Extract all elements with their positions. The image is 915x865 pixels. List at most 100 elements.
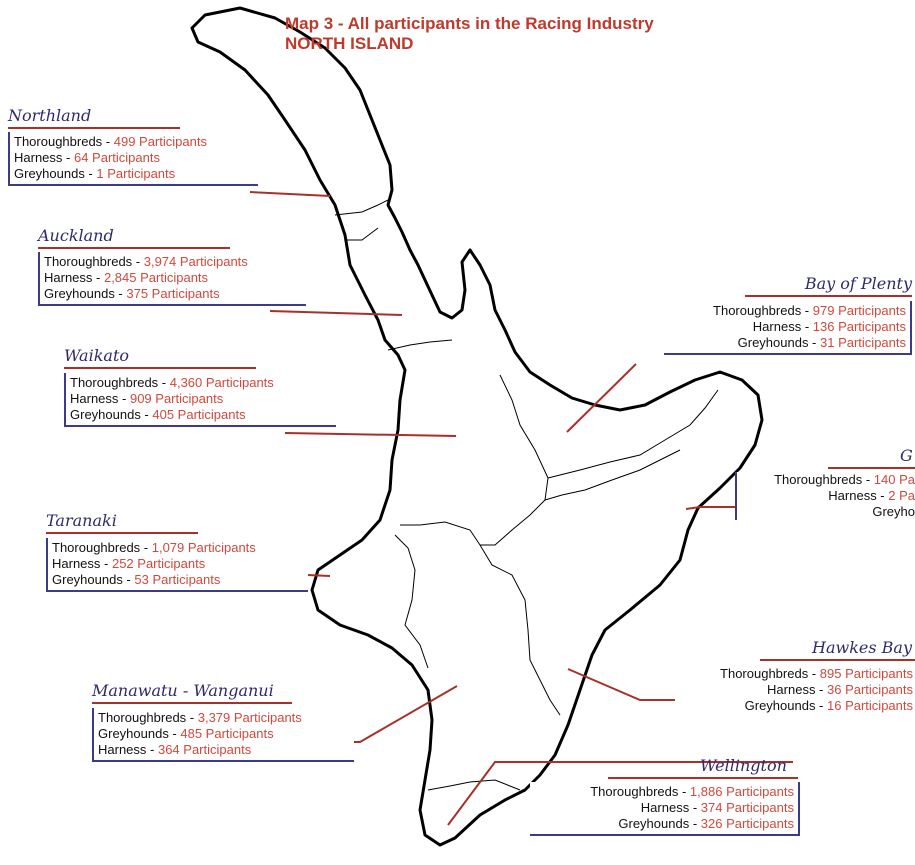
- stat-row: Thoroughbreds - 3,974 Participants: [44, 254, 302, 270]
- region-name-waikato: Waikato: [64, 346, 130, 365]
- stat-value: 979 Participants: [812, 303, 906, 318]
- region-name-gisborne: G: [900, 446, 913, 465]
- stat-value: 64 Participants: [73, 150, 160, 165]
- stats-box-hawkes-bay: Thoroughbreds - 895 Participants Harness…: [675, 664, 915, 716]
- stat-label: Greyhounds -: [618, 816, 701, 831]
- stats-box-northland: Thoroughbreds - 499 Participants Harness…: [8, 132, 258, 186]
- stats-box-waikato: Thoroughbreds - 4,360 Participants Harne…: [64, 373, 336, 427]
- stat-label: Harness -: [98, 742, 158, 757]
- stat-row: Greyhounds - 375 Participants: [44, 286, 302, 302]
- stat-label: Harness -: [44, 270, 104, 285]
- stat-label: Thoroughbreds -: [590, 784, 690, 799]
- stats-box-manawatu-wanganui: Thoroughbreds - 3,379 Participants Greyh…: [92, 708, 354, 762]
- stat-label: Greyhounds -: [44, 286, 127, 301]
- stat-label: Greyhounds -: [52, 572, 135, 587]
- stat-row: Harness - 364 Participants: [98, 742, 350, 758]
- stat-value: 53 Participants: [134, 572, 221, 587]
- stats-box-gisborne: Thoroughbreds - 140 Pa Harness - 2 Pa Gr…: [735, 472, 915, 520]
- stat-value: 2 Pa: [888, 488, 915, 503]
- stat-row: Harness - 909 Participants: [70, 391, 332, 407]
- region-name-bay-of-plenty: Bay of Plenty: [804, 274, 912, 293]
- region-underline-wellington: [608, 777, 798, 779]
- stat-label: Harness -: [14, 150, 74, 165]
- region-name-taranaki: Taranaki: [46, 511, 117, 530]
- stat-label: Thoroughbreds -: [14, 134, 114, 149]
- stat-row: Greyho: [737, 504, 915, 520]
- stats-box-auckland: Thoroughbreds - 3,974 Participants Harne…: [38, 252, 306, 306]
- stat-value: 3,974 Participants: [143, 254, 248, 269]
- stat-value: 326 Participants: [700, 816, 794, 831]
- stat-value: 405 Participants: [152, 407, 246, 422]
- stat-value: 36 Participants: [827, 682, 913, 697]
- region-underline-waikato: [64, 367, 256, 369]
- stat-value: 895 Participants: [819, 666, 913, 681]
- stat-label: Greyhounds -: [98, 726, 181, 741]
- stat-row: Harness - 2 Pa: [737, 488, 915, 504]
- stat-value: 1,079 Participants: [151, 540, 256, 555]
- stat-label: Thoroughbreds -: [98, 710, 198, 725]
- stat-row: Thoroughbreds - 140 Pa: [737, 472, 915, 488]
- island-outline: [190, 6, 764, 847]
- region-underline-hawkes-bay: [760, 659, 915, 661]
- stat-label: Thoroughbreds -: [44, 254, 144, 269]
- stat-value: 909 Participants: [129, 391, 224, 406]
- stat-row: Greyhounds - 16 Participants: [677, 698, 913, 714]
- stat-value: 485 Participants: [180, 726, 274, 741]
- stat-label: Harness -: [767, 682, 827, 697]
- stat-row: Greyhounds - 31 Participants: [668, 335, 906, 351]
- stat-value: 16 Participants: [827, 698, 913, 713]
- stat-value: 252 Participants: [111, 556, 206, 571]
- region-underline-northland: [8, 127, 180, 129]
- stats-box-bay-of-plenty: Thoroughbreds - 979 Participants Harness…: [664, 301, 912, 355]
- stat-label: Thoroughbreds -: [720, 666, 820, 681]
- stat-row: Greyhounds - 485 Participants: [98, 726, 350, 742]
- stat-value: 1 Participants: [96, 166, 176, 181]
- stat-row: Thoroughbreds - 3,379 Participants: [98, 710, 350, 726]
- map-title: Map 3 - All participants in the Racing I…: [285, 14, 654, 54]
- stat-label: Harness -: [752, 319, 813, 334]
- stat-label: Greyhounds -: [744, 698, 827, 713]
- region-underline-bay-of-plenty: [745, 295, 912, 297]
- stat-row: Harness - 136 Participants: [668, 319, 906, 335]
- stat-label: Greyho: [872, 504, 915, 519]
- stat-label: Greyhounds -: [14, 166, 97, 181]
- region-underline-manawatu-wanganui: [92, 702, 292, 704]
- stat-row: Greyhounds - 1 Participants: [14, 166, 254, 182]
- stat-value: 375 Participants: [126, 286, 220, 301]
- stat-row: Thoroughbreds - 1,079 Participants: [52, 540, 304, 556]
- stat-label: Harness -: [828, 488, 889, 503]
- stat-label: Greyhounds -: [737, 335, 820, 350]
- region-boundaries: [334, 199, 719, 791]
- stat-row: Harness - 2,845 Participants: [44, 270, 302, 286]
- stat-value: 3,379 Participants: [197, 710, 302, 725]
- stat-row: Harness - 374 Participants: [534, 800, 794, 816]
- map-title-line-1: Map 3 - All participants in the Racing I…: [285, 14, 654, 33]
- stats-box-taranaki: Thoroughbreds - 1,079 Participants Harne…: [46, 538, 308, 592]
- stats-box-wellington: Thoroughbreds - 1,886 Participants Harne…: [530, 782, 800, 836]
- stat-label: Greyhounds -: [70, 407, 153, 422]
- region-underline-auckland: [38, 247, 230, 249]
- region-underline-gisborne: [828, 467, 915, 469]
- region-name-auckland: Auckland: [38, 226, 114, 245]
- stat-label: Harness -: [52, 556, 112, 571]
- stat-value: 1,886 Participants: [689, 784, 794, 799]
- stat-label: Thoroughbreds -: [70, 375, 170, 390]
- stat-row: Greyhounds - 405 Participants: [70, 407, 332, 423]
- stat-value: 499 Participants: [113, 134, 207, 149]
- stat-row: Harness - 36 Participants: [677, 682, 913, 698]
- stat-row: Thoroughbreds - 4,360 Participants: [70, 375, 332, 391]
- stat-row: Harness - 252 Participants: [52, 556, 304, 572]
- stat-label: Harness -: [70, 391, 130, 406]
- stat-value: 364 Participants: [157, 742, 252, 757]
- stat-value: 374 Participants: [700, 800, 794, 815]
- stat-row: Greyhounds - 53 Participants: [52, 572, 304, 588]
- stat-row: Thoroughbreds - 499 Participants: [14, 134, 254, 150]
- stat-label: Harness -: [640, 800, 701, 815]
- region-name-wellington: Wellington: [700, 756, 787, 775]
- region-underline-taranaki: [46, 532, 198, 534]
- region-name-northland: Northland: [8, 106, 92, 125]
- stat-row: Thoroughbreds - 895 Participants: [677, 666, 913, 682]
- stat-label: Thoroughbreds -: [774, 472, 874, 487]
- stat-value: 2,845 Participants: [103, 270, 209, 285]
- stat-label: Thoroughbreds -: [713, 303, 813, 318]
